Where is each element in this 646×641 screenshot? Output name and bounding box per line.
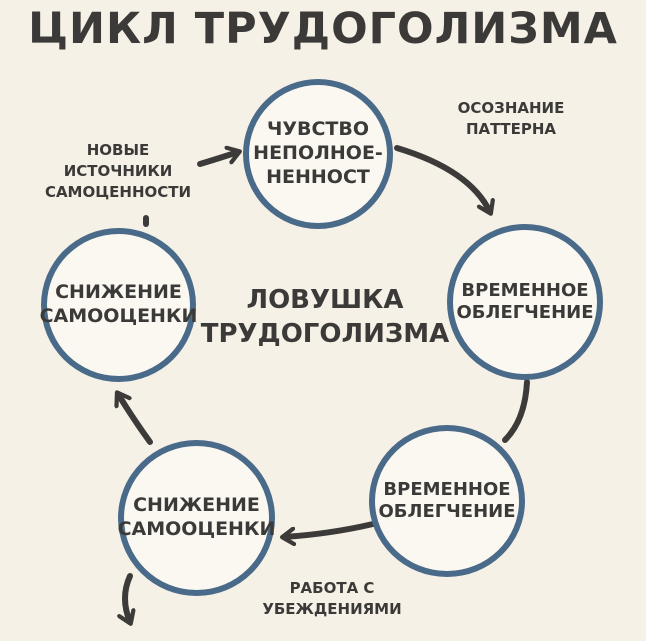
center-label: ЛОВУШКА ТРУДОГОЛИЗМА [200,285,450,350]
edge-label-beliefs: РАБОТА С УБЕЖДЕНИЯМИ [262,579,402,618]
node-lower-selfesteem-1: СНИЖЕНИЕ САМООЦЕНКИ [118,440,275,596]
node-label: ВРЕМЕННОЕ ОБЛЕГЧЕНИЕ [378,478,516,523]
node-temporary-relief-2: ВРЕМЕННОЕ ОБЛЕГЧЕНИЕ [369,425,525,577]
edge-label-new-sources: НОВЫЕ ИСТОЧНИКИ САМОЦЕННОСТИ [44,141,192,201]
node-label: ЧУВСТВО НЕПОЛНОЕ- НЕННОСТ [253,118,383,188]
arrow-selfesteem-to-selfesteem [118,394,153,445]
arrow-exit-down [125,573,130,622]
page-title: ЦИКЛ ТРУДОГОЛИЗМА [28,4,618,54]
node-label: СНИЖЕНИЕ САМООЦЕНКИ [39,281,198,327]
arrow-relief-to-relief [502,379,530,443]
node-temporary-relief-1: ВРЕМЕННОЕ ОБЛЕГЧЕНИЕ [447,224,603,380]
node-lower-selfesteem-2: СНИЖЕНИЕ САМООЦЕНКИ [39,228,198,382]
node-feeling-incomplete: ЧУВСТВО НЕПОЛНОЕ- НЕННОСТ [243,79,393,229]
arrow-relief-to-selfesteem [284,521,376,537]
node-label: СНИЖЕНИЕ САМООЦЕНКИ [117,494,276,540]
arrow-feeling-to-relief [394,145,490,212]
edge-label-awareness: ОСОЗНАНИЕ ПАТТЕРНА [457,99,565,138]
node-label: ВРЕМЕННОЕ ОБЛЕГЧЕНИЕ [456,279,594,324]
arrow-new-sources-to-feeling [197,152,238,167]
